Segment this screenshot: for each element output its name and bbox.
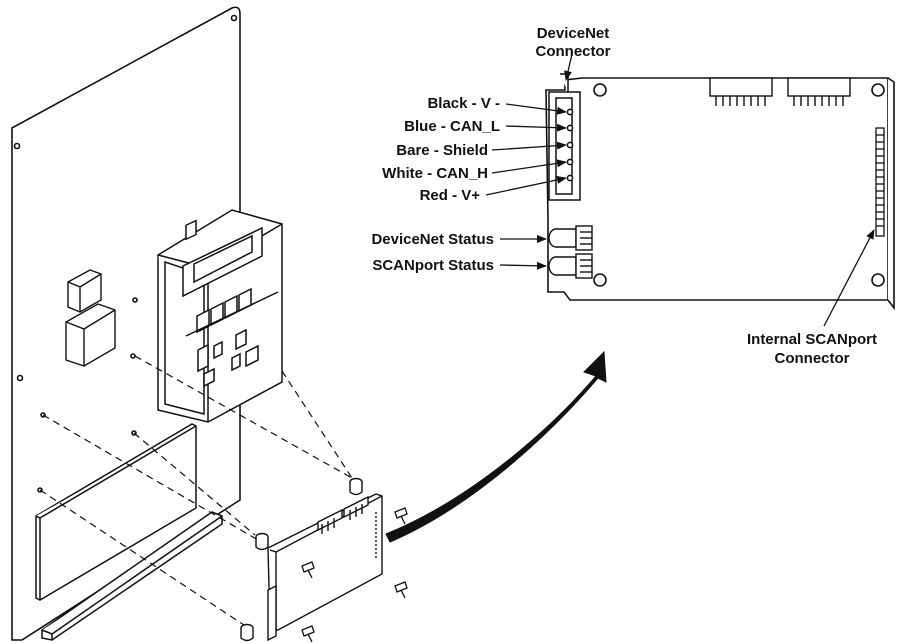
leader-lines [485, 53, 875, 327]
comm-board-exploded [267, 493, 383, 642]
label-bare-shield: Bare - Shield [396, 142, 488, 159]
label-black-v-minus: Black - V - [427, 95, 500, 112]
top-header-connector-1 [709, 77, 773, 106]
label-red-v-plus: Red - V+ [420, 187, 481, 204]
label-white-can-h: White - CAN_H [382, 165, 488, 182]
screws [301, 507, 408, 643]
label-devicenet-status: DeviceNet Status [371, 231, 494, 248]
standoff-top [349, 477, 363, 496]
label-scanport-status: SCANport Status [372, 257, 494, 274]
keypad-display-module [157, 209, 283, 423]
scanport-status-led [548, 253, 593, 279]
mounting-rail [41, 511, 223, 641]
top-header-connector-2 [787, 77, 851, 106]
label-blue-can-l: Blue - CAN_L [404, 118, 500, 135]
curved-arrow [385, 350, 607, 543]
devicenet-status-led [548, 225, 593, 251]
label-internal-scanport-line2: Connector [775, 350, 850, 367]
standoff-bottom [240, 623, 254, 642]
scanner-board-detail [545, 77, 895, 311]
base-circuit-card [35, 423, 197, 601]
internal-scanport-connector [875, 127, 885, 237]
label-internal-scanport-line1: Internal SCANport [747, 331, 877, 348]
panel-component-large [65, 303, 116, 367]
label-devicenet-connector-line2: Connector [536, 43, 611, 60]
alignment-dashed-lines [39, 355, 353, 626]
label-devicenet-connector-line1: DeviceNet [537, 25, 610, 42]
standoff-middle [255, 532, 269, 551]
panel-component-small [67, 269, 102, 313]
